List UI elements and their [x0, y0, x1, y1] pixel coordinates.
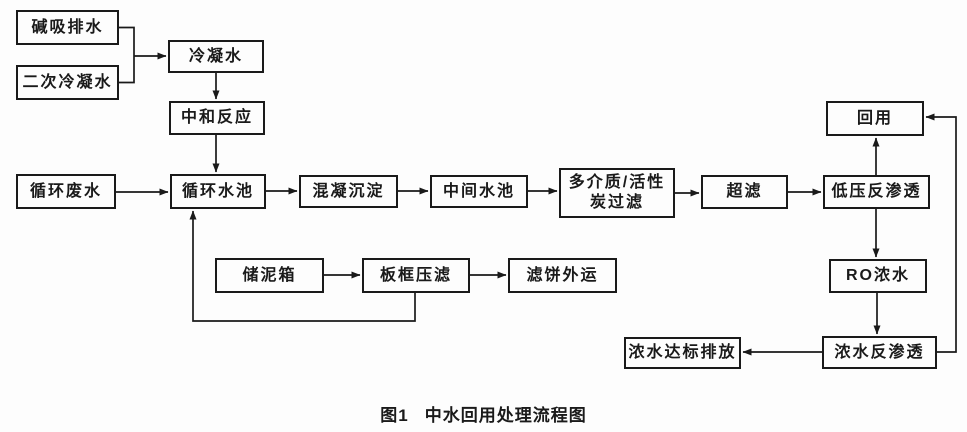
figure-caption: 图1 中水回用处理流程图: [0, 401, 967, 426]
edge-press-circpool-return: [189, 210, 416, 322]
node-label: 冷凝水: [188, 47, 243, 65]
node-label: 中间水池: [442, 182, 515, 200]
node-concentrate-reverse-osmosis: 浓水反渗透: [822, 336, 937, 369]
node-label: 浓水反渗透: [834, 343, 925, 361]
node-circulating-wastewater: 循环废水: [16, 174, 116, 209]
edge-concro-reuse-loop: [925, 113, 957, 353]
edge-merge-bracket: [119, 26, 135, 84]
node-label: 二次冷凝水: [22, 73, 113, 91]
node-ro-concentrate: RO浓水: [829, 259, 927, 293]
node-label: 浓水达标排放: [628, 344, 737, 361]
node-label: 循环废水: [29, 182, 102, 200]
node-filter-cake-removal: 滤饼外运: [508, 258, 617, 293]
node-ultrafiltration: 超滤: [701, 175, 788, 209]
node-circulating-pool: 循环水池: [170, 174, 266, 209]
node-label: 回用: [856, 109, 893, 127]
node-intermediate-pool: 中间水池: [430, 175, 528, 208]
node-multimedia-carbon-filter: 多介质/活性 炭过滤: [559, 168, 675, 218]
node-label: 多介质/活性 炭过滤: [568, 174, 666, 211]
node-condensate: 冷凝水: [168, 40, 264, 73]
node-label: RO浓水: [845, 267, 910, 284]
node-secondary-condensate: 二次冷凝水: [16, 65, 119, 100]
node-label: 储泥箱: [242, 266, 297, 284]
node-alkali-absorption-drain: 碱吸排水: [16, 10, 119, 45]
figure-title: 中水回用处理流程图: [424, 406, 587, 425]
node-reuse: 回用: [826, 101, 924, 136]
node-label: 滤饼外运: [526, 266, 599, 284]
node-label: 板框压滤: [379, 266, 452, 284]
node-plate-frame-filter-press: 板框压滤: [362, 258, 470, 293]
node-concentrate-standard-discharge: 浓水达标排放: [624, 337, 741, 369]
node-label: 混凝沉淀: [312, 182, 385, 200]
node-label: 中和反应: [180, 109, 253, 126]
node-neutralization-reaction: 中和反应: [169, 101, 265, 135]
node-label: 循环水池: [181, 182, 254, 200]
figure-number: 图1: [380, 406, 409, 425]
node-label: 碱吸排水: [31, 18, 104, 36]
node-low-pressure-reverse-osmosis: 低压反渗透: [823, 175, 930, 209]
node-label: 低压反渗透: [831, 183, 922, 200]
node-coagulation-sedimentation: 混凝沉淀: [299, 175, 398, 208]
node-sludge-storage-tank: 储泥箱: [215, 258, 324, 293]
node-label: 超滤: [726, 183, 763, 200]
